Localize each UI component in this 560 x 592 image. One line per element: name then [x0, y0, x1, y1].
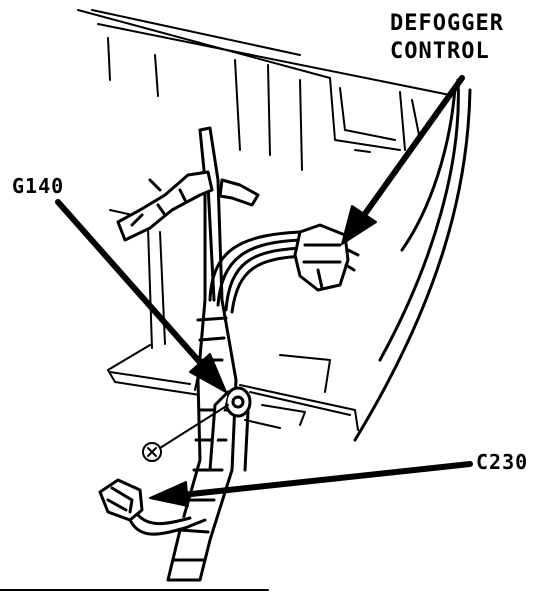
callout-c230: C230	[476, 450, 529, 474]
arrow-c230-head	[149, 481, 189, 507]
callout-defogger-line1: DEFOGGER	[390, 11, 504, 36]
arrow-g140-line	[55, 199, 208, 371]
arrow-g140-head	[189, 353, 227, 393]
branch-harness	[116, 170, 260, 242]
defogger-control-switch	[293, 223, 360, 292]
pillar-edge	[353, 78, 472, 442]
callout-defogger-line2: CONTROL	[390, 39, 490, 64]
ground-screw	[142, 404, 229, 462]
arrow-c230-line	[179, 461, 473, 498]
callout-defogger-control: DEFOGGER CONTROL	[390, 10, 504, 66]
callout-g140: G140	[12, 174, 65, 198]
callout-arrows	[55, 75, 473, 507]
arrow-defogger-line	[359, 75, 465, 221]
connector-c230	[98, 478, 207, 536]
main-harness	[166, 126, 238, 582]
arrow-defogger-head	[341, 205, 377, 245]
